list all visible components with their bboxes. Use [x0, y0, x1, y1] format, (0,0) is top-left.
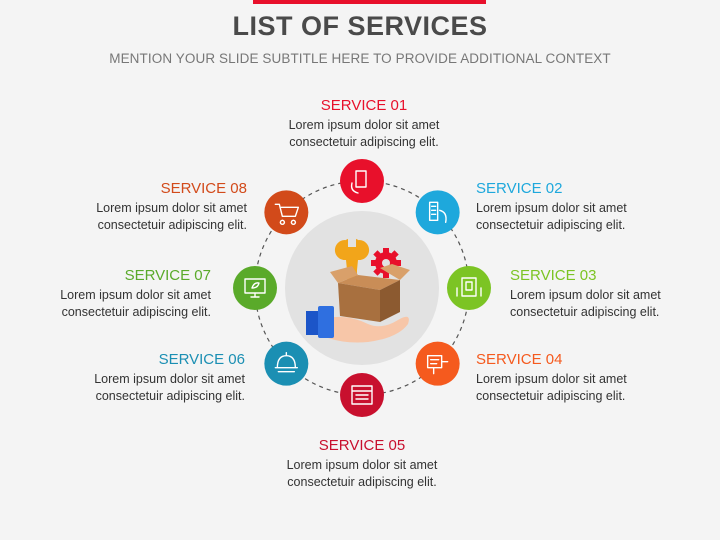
toolbox-hand-icon [306, 238, 410, 343]
service-05-title: SERVICE 05 [318, 437, 406, 454]
service-06-title: SERVICE 06 [158, 351, 245, 368]
service-06-desc-line2: consectetuir adipiscing elit. [95, 389, 245, 403]
service-05-desc-line2: consectetuir adipiscing elit. [287, 475, 437, 489]
service-08-desc-line2: consectetuir adipiscing elit. [97, 218, 247, 232]
service-07-desc-line2: consectetuir adipiscing elit. [61, 305, 211, 319]
service-06-block: SERVICE 06 Lorem ipsum dolor sit amet co… [15, 351, 245, 405]
service-node-01 [340, 159, 384, 203]
service-node-03 [447, 266, 491, 310]
hand-phone-icon [350, 170, 367, 194]
service-03-block: SERVICE 03 Lorem ipsum dolor sit amet co… [510, 267, 720, 321]
service-node-07 [233, 266, 277, 310]
service-01-desc-line1: Lorem ipsum dolor sit amet [288, 118, 440, 132]
monitor-leaf-icon [244, 278, 266, 298]
service-08-title: SERVICE 08 [160, 180, 247, 197]
service-01-block: SERVICE 01 Lorem ipsum dolor sit amet co… [249, 97, 479, 151]
service-04-title: SERVICE 04 [476, 351, 563, 368]
service-node-05 [340, 373, 384, 417]
page-subtitle: MENTION YOUR SLIDE SUBTITLE HERE TO PROV… [109, 51, 611, 66]
service-node-04 [415, 341, 460, 386]
cart-icon [274, 203, 300, 225]
service-05-block: SERVICE 05 Lorem ipsum dolor sit amet co… [247, 437, 477, 491]
service-nodes [233, 159, 491, 417]
service-01-desc-line2: consectetuir adipiscing elit. [289, 135, 439, 149]
service-07-desc-line1: Lorem ipsum dolor sit amet [60, 288, 211, 302]
accent-bar [253, 0, 486, 4]
service-06-desc-line1: Lorem ipsum dolor sit amet [94, 372, 245, 386]
service-03-desc-line1: Lorem ipsum dolor sit amet [510, 288, 661, 302]
browser-window-icon [351, 385, 373, 405]
page-title: LIST OF SERVICES [232, 11, 488, 41]
service-node-circle [264, 190, 309, 235]
plug-device-icon [426, 354, 449, 375]
service-node-circle [447, 266, 491, 310]
service-07-block: SERVICE 07 Lorem ipsum dolor sit amet co… [0, 267, 211, 321]
hand-remote-icon [428, 201, 447, 224]
service-02-block: SERVICE 02 Lorem ipsum dolor sit amet co… [476, 180, 706, 234]
service-node-06 [264, 341, 309, 386]
cloche-icon [274, 351, 299, 373]
service-node-circle [264, 341, 309, 386]
service-04-desc-line1: Lorem ipsum dolor sit amet [476, 372, 627, 386]
service-03-desc-line2: consectetuir adipiscing elit. [510, 305, 660, 319]
service-08-desc-line1: Lorem ipsum dolor sit amet [96, 201, 247, 215]
service-node-08 [264, 190, 309, 235]
service-node-circle [340, 159, 384, 203]
service-node-circle [415, 341, 460, 386]
tablet-hands-icon [456, 277, 482, 297]
service-07-title: SERVICE 07 [124, 267, 211, 284]
service-02-title: SERVICE 02 [476, 180, 563, 197]
service-03-title: SERVICE 03 [510, 267, 597, 284]
service-04-desc-line2: consectetuir adipiscing elit. [476, 389, 626, 403]
service-01-title: SERVICE 01 [320, 97, 408, 114]
service-08-block: SERVICE 08 Lorem ipsum dolor sit amet co… [17, 180, 247, 234]
service-04-block: SERVICE 04 Lorem ipsum dolor sit amet co… [476, 351, 706, 405]
service-02-desc-line2: consectetuir adipiscing elit. [476, 218, 626, 232]
service-05-desc-line1: Lorem ipsum dolor sit amet [286, 458, 438, 472]
service-02-desc-line1: Lorem ipsum dolor sit amet [476, 201, 627, 215]
service-node-02 [415, 190, 460, 235]
